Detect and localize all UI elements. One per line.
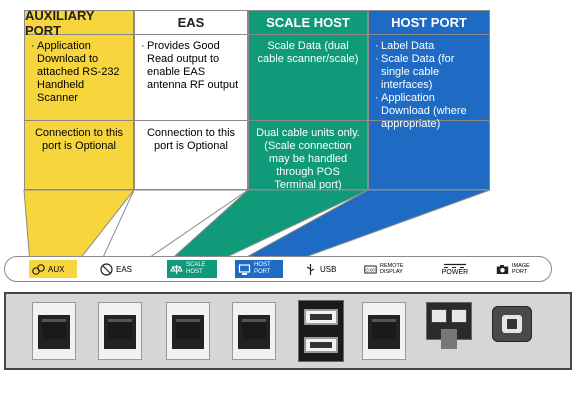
host-port-description: Label Data Scale Data (for single cable … (369, 35, 489, 130)
aux-label-text: AUX (48, 264, 65, 274)
scale-host-note: Dual cable units only. (Scale connection… (256, 127, 360, 191)
eas-rj45-jack (98, 302, 142, 360)
host-port-column: HOST PORT Label Data Scale Data (for sin… (368, 10, 490, 190)
scale-host-column-title: SCALE HOST (249, 11, 367, 35)
image-port-label: IMAGE PORT (493, 260, 541, 278)
aux-note: Connection to this port is Optional (34, 127, 124, 152)
terminal-icon (238, 263, 251, 275)
usb-port-top (304, 309, 338, 325)
dc-power-icon (444, 263, 466, 268)
host-port-label: HOST PORT (235, 260, 283, 278)
eas-desc-item: Provides Good Read output to enable EAS … (141, 40, 241, 92)
scale-host-port-label: SCALE HOST (167, 260, 217, 278)
aux-column-title: AUXILIARY PORT (25, 8, 133, 38)
connector-panel (4, 292, 572, 370)
camera-icon (496, 264, 509, 274)
aux-column: AUXILIARY PORT Application Download to a… (24, 8, 134, 190)
aux-desc-item: Application Download to attached RS-232 … (31, 40, 127, 105)
remote-display-rj45-jack (362, 302, 406, 360)
host-port-column-title: HOST PORT (369, 11, 489, 35)
svg-text:0.00: 0.00 (366, 267, 375, 272)
host-port-rj45-jack (232, 302, 276, 360)
scale-host-desc-item: Scale Data (dual cable scanner/scale) (257, 40, 359, 65)
gears-icon (32, 263, 45, 275)
power-label-text: POWER (441, 268, 469, 276)
usb-icon (306, 263, 315, 275)
remote-display-port-label: 0.00 REMOTE DISPLAY (361, 260, 413, 278)
display-icon: 0.00 (364, 265, 377, 273)
image-port-connector (492, 306, 532, 342)
eas-antenna-icon (100, 262, 113, 276)
remote-display-label-text: REMOTE DISPLAY (380, 263, 404, 275)
power-port-label: POWER (431, 260, 479, 278)
host-desc-item: Scale Data (for single cable interfaces) (375, 53, 483, 92)
aux-rj45-jack (32, 302, 76, 360)
usb-port-bottom (304, 337, 338, 353)
image-port-label-text: IMAGE PORT (512, 263, 530, 275)
host-port-label-text: HOST PORT (254, 262, 271, 275)
power-connector (426, 302, 472, 349)
eas-note: Connection to this port is Optional (146, 127, 236, 152)
eas-port-label: EAS (97, 260, 145, 278)
scale-host-rj45-jack (166, 302, 210, 360)
scale-icon (170, 264, 183, 274)
usb-connector-stack (298, 300, 344, 362)
eas-description: Provides Good Read output to enable EAS … (135, 35, 247, 121)
eas-label-text: EAS (116, 264, 133, 274)
scale-host-column: SCALE HOST Scale Data (dual cable scanne… (248, 10, 368, 191)
usb-label-text: USB (320, 264, 337, 274)
aux-description: Application Download to attached RS-232 … (25, 35, 133, 121)
eas-column: EAS Provides Good Read output to enable … (134, 10, 248, 190)
aux-port-label: AUX (29, 260, 77, 278)
port-label-strip: AUX EAS SCALE HOST HOST PORT USB 0.00 RE… (4, 256, 552, 282)
scale-host-description: Scale Data (dual cable scanner/scale) (249, 35, 367, 121)
host-desc-item: Application Download (where appropriate) (375, 92, 483, 131)
host-desc-item: Label Data (375, 40, 483, 53)
usb-port-label: USB (301, 260, 345, 278)
eas-column-title: EAS (135, 11, 247, 35)
scale-host-label-text: SCALE HOST (186, 262, 206, 275)
